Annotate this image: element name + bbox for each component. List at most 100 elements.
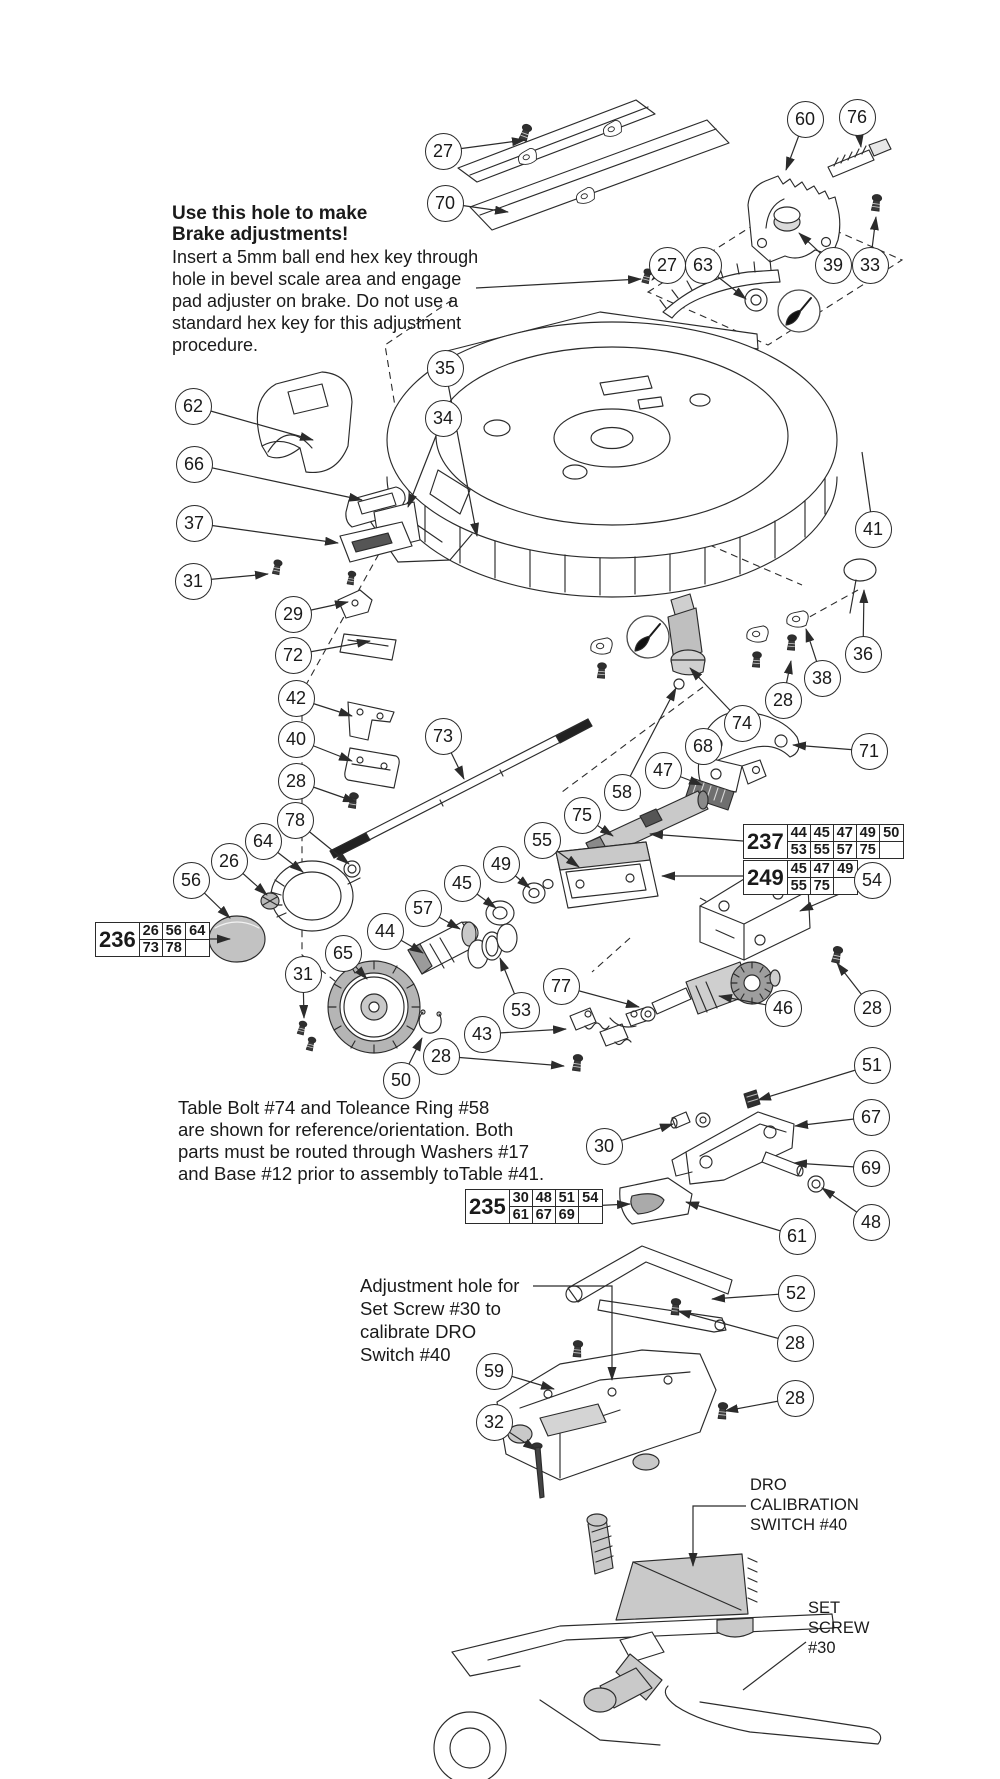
plate-72-drawing [339,633,397,661]
balloon-73: 73 [424,717,462,755]
brush-holder-43-drawing [569,1007,650,1072]
snap-ring-50-drawing [418,1009,442,1034]
part-table-label: 235 [466,1190,510,1223]
balloon-75: 75 [563,796,601,834]
balloon-61: 61 [778,1217,816,1255]
detent-plate-37-drawing [271,521,413,586]
balloon-34: 34 [424,399,462,437]
balloon-46: 46 [764,989,802,1027]
balloon-54: 54 [853,861,891,899]
cap-nut-39-drawing [773,206,801,232]
part-table-cell: 69 [556,1206,579,1223]
balloon-60: 60 [786,100,824,138]
balloon-77: 77 [542,967,580,1005]
part-table-cell: 26 [139,923,163,940]
balloon-31: 31 [174,562,212,600]
balloon-47: 47 [644,751,682,789]
part-table-cell [186,940,209,957]
balloon-27: 27 [648,246,686,284]
part-table-cell: 64 [185,923,209,940]
part-table-cell [579,1207,602,1224]
part-table-cell: 51 [555,1190,579,1207]
set-screw-label: SET SCREW #30 [808,1599,870,1657]
part-table-cell: 78 [163,939,186,956]
part-table-cell [880,842,903,859]
part-table-cell: 54 [578,1190,602,1207]
hinge-29-drawing [337,589,373,619]
brake-note-body: Insert a 5mm ball end hex key through ho… [172,247,479,355]
balloon-69: 69 [852,1149,890,1187]
balloon-29: 29 [274,595,312,633]
bracket-42-drawing [347,701,395,741]
balloon-39: 39 [814,246,852,284]
tolerance-ring-58 [673,678,685,690]
part-table-cell: 47 [833,825,857,842]
part-table-cell: 45 [810,825,834,842]
balloon-27: 27 [424,132,462,170]
balloon-66: 66 [175,445,213,483]
part-table-cell: 30 [509,1190,533,1207]
balloon-28: 28 [853,989,891,1027]
lever-52-drawing [565,1245,733,1420]
switch-40-drawing [344,747,400,810]
part-table-label: 236 [96,923,140,956]
armature-46-drawing [640,961,781,1022]
balloon-58: 58 [603,773,641,811]
part-table-cell: 55 [788,877,811,894]
dro-calibration-label: DRO CALIBRATION SWITCH #40 [750,1476,859,1534]
balloon-64: 64 [244,822,282,860]
washer-77 [640,1006,656,1022]
worm-gear-47-drawing [685,777,735,811]
balloon-30: 30 [585,1127,623,1165]
balloon-32: 32 [475,1403,513,1441]
shaft-44-drawing [407,921,477,975]
balloon-28: 28 [764,681,802,719]
part-table-cell: 75 [811,877,834,894]
balloon-62: 62 [174,387,212,425]
balloon-33: 33 [851,246,889,284]
dro-switch-40 [615,1553,749,1621]
balloon-28: 28 [277,762,315,800]
part-table-label: 249 [744,861,788,894]
balloon-68: 68 [684,727,722,765]
balloon-42: 42 [277,679,315,717]
balloon-70: 70 [426,184,464,222]
pin-36-drawing [843,558,877,614]
balloon-35: 35 [426,349,464,387]
washer-78-drawing [343,860,361,878]
balloon-36: 36 [844,635,882,673]
balloon-31: 31 [284,955,322,993]
balloon-65: 65 [324,934,362,972]
balloon-38: 38 [803,659,841,697]
balloon-28: 28 [776,1324,814,1362]
balloon-71: 71 [850,732,888,770]
balloon-41: 41 [854,510,892,548]
plate-67-drawing [619,1089,825,1225]
balloon-57: 57 [404,889,442,927]
nut-26-drawing [260,892,280,910]
grease-brush-icon [626,615,670,659]
part-table-cell: 67 [533,1206,556,1223]
table-bolt-note: Table Bolt #74 and Toleance Ring #58 are… [178,1097,545,1184]
balloon-67: 67 [852,1098,890,1136]
pin-30 [671,1111,691,1129]
part-table-cell: 48 [532,1190,556,1207]
balloon-72: 72 [274,636,312,674]
balloon-53: 53 [502,991,540,1029]
part-table-cell: 75 [857,841,880,858]
part-table-cell: 45 [787,861,811,878]
table-assembly-drawing [367,311,838,598]
balloon-76: 76 [838,98,876,136]
rod-69 [761,1151,803,1177]
fence-rails-drawing [457,99,730,231]
part-table-cell: 44 [787,825,811,842]
part-table-cell: 61 [510,1206,533,1223]
balloon-49: 49 [482,845,520,883]
screw-33 [870,193,883,212]
adjustment-note: Adjustment hole for Set Screw #30 to cal… [360,1275,520,1365]
table-bolt-74-drawing [667,593,706,690]
carrier-55-drawing [555,841,659,909]
handwheel-65-drawing [296,960,421,1054]
